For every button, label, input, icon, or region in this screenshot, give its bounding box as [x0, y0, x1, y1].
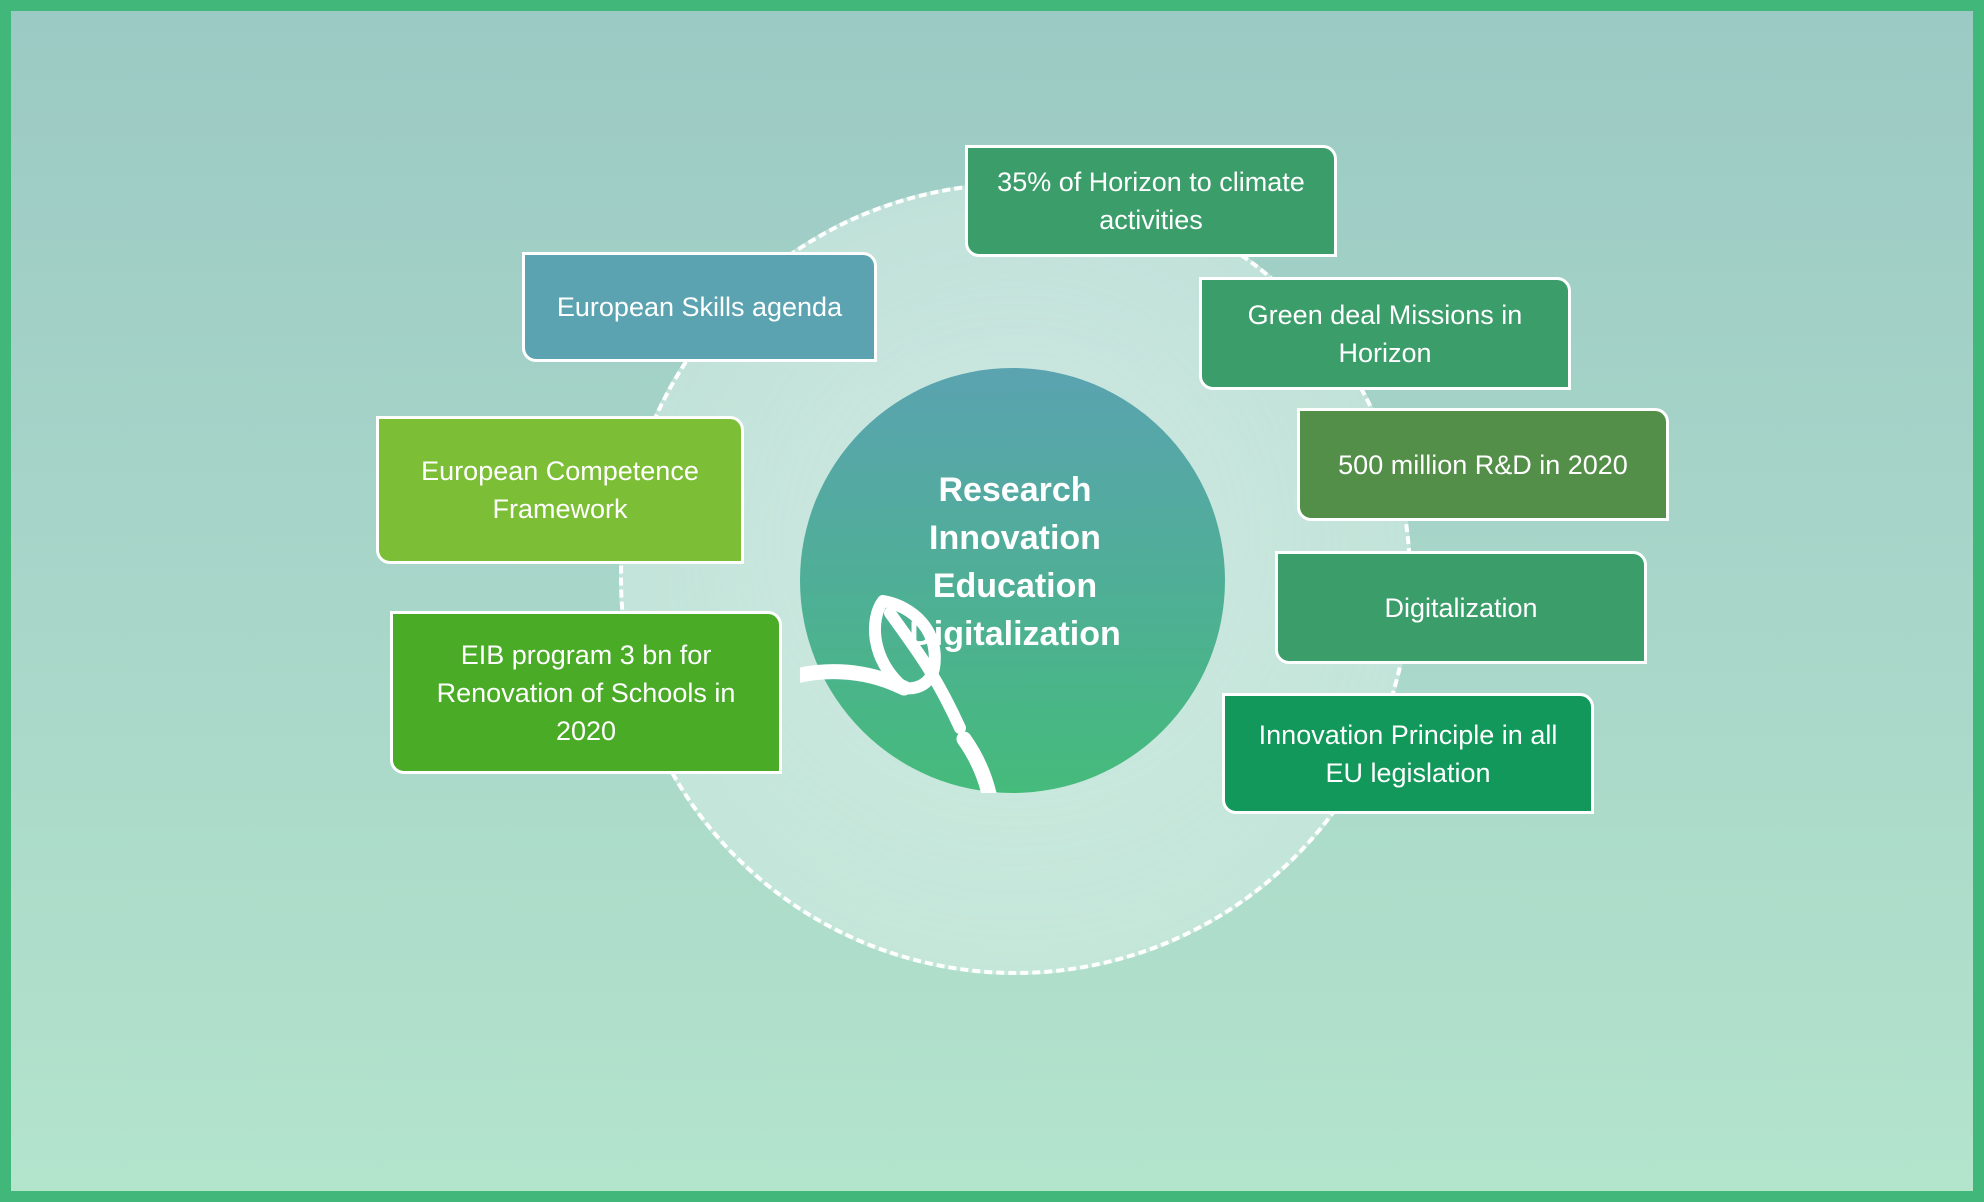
hub-line-education: Education — [932, 567, 1098, 605]
central-hub: Research Innovation Education Digitaliza… — [800, 368, 1225, 793]
leaf-ring-icon — [800, 595, 997, 793]
node-digitalization: Digitalization — [1275, 551, 1647, 664]
node-500-million-rd: 500 million R&D in 2020 — [1297, 408, 1669, 521]
hub-line-innovation: Innovation — [929, 519, 1101, 557]
node-label: European Competence Framework — [421, 456, 699, 524]
node-green-deal-missions: Green deal Missions in Horizon — [1199, 277, 1571, 390]
node-label: Innovation Principle in all EU legislati… — [1258, 719, 1558, 788]
node-label: Green deal Missions in Horizon — [1247, 299, 1523, 368]
node-label: Digitalization — [1384, 592, 1538, 623]
hub-line-digitalization: Digitalization — [909, 615, 1121, 653]
node-innovation-principle: Innovation Principle in all EU legislati… — [1222, 693, 1594, 814]
node-eib-program: EIB program 3 bn for Renovation of Schoo… — [390, 611, 782, 774]
node-label: EIB program 3 bn for Renovation of Schoo… — [436, 639, 736, 746]
node-european-skills-agenda: European Skills agenda — [522, 252, 877, 362]
hub-line-research: Research — [938, 471, 1092, 509]
node-label: 500 million R&D in 2020 — [1338, 449, 1628, 480]
node-european-competence-framework: European Competence Framework — [376, 416, 744, 564]
node-label: 35% of Horizon to climate activities — [997, 167, 1305, 235]
node-horizon-climate: 35% of Horizon to climate activities — [965, 145, 1337, 257]
node-label: European Skills agenda — [556, 292, 843, 322]
hub-title: Research Innovation Education Digitaliza… — [860, 466, 1170, 658]
